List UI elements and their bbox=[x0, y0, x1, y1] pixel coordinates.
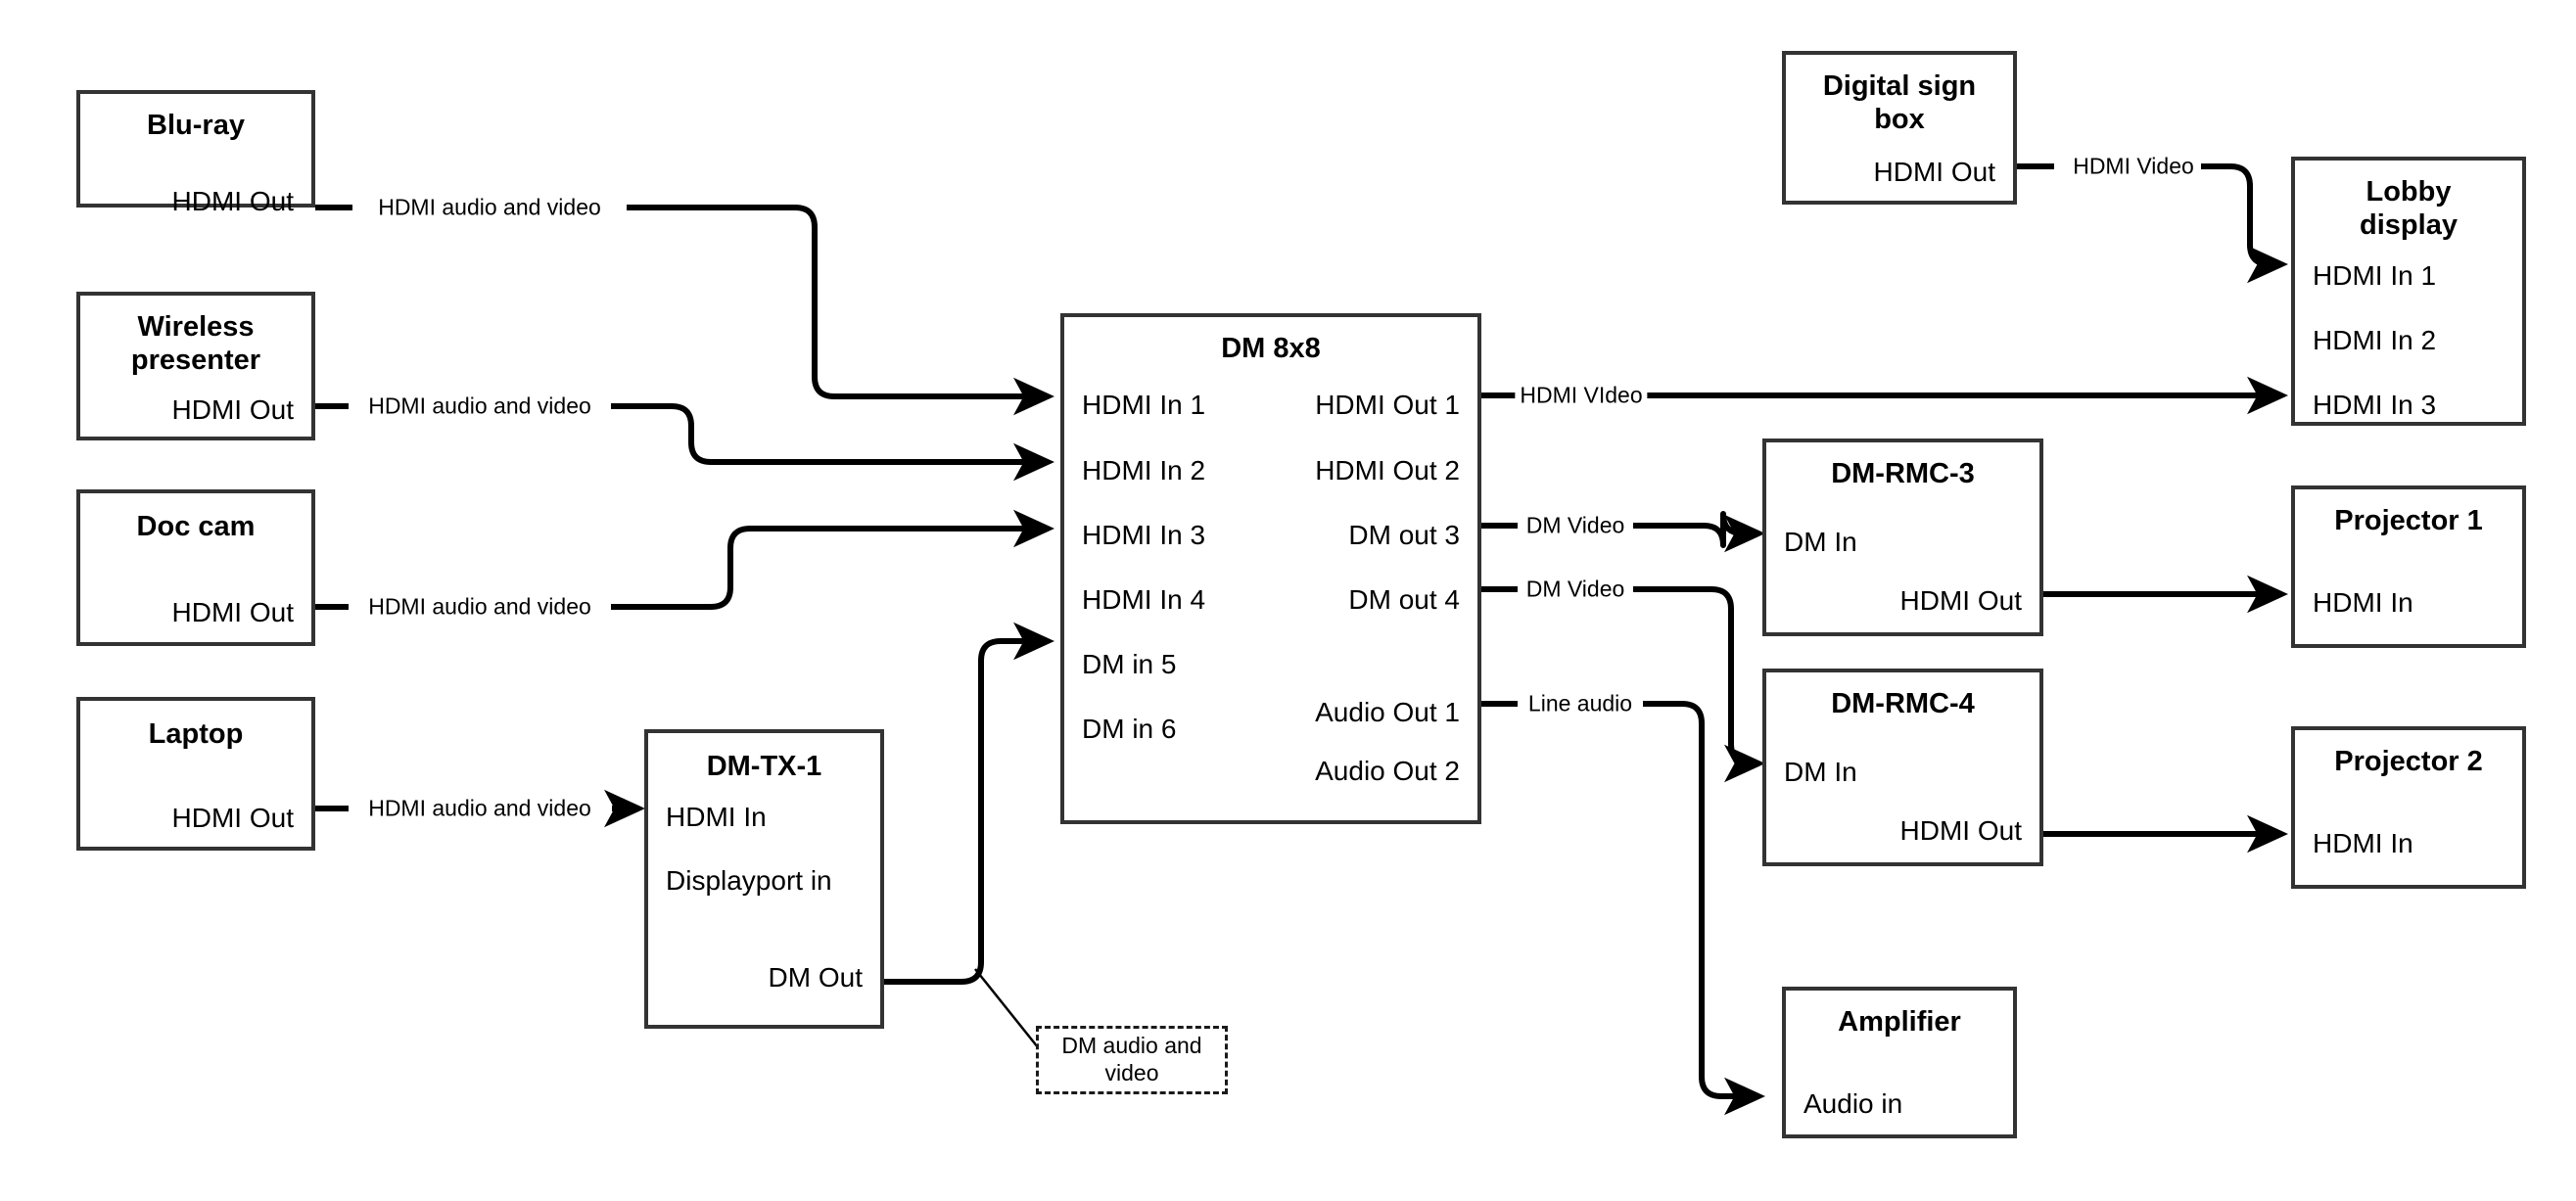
node-dm-8x8-output-audio-out-2: Audio Out 2 bbox=[1315, 756, 1460, 786]
edge-bluray-to-dm8x8-in1-b bbox=[627, 205, 1054, 416]
node-dm-rmc-3-title: DM-RMC-3 bbox=[1831, 458, 1975, 489]
node-dm-8x8-output-audio-out-1: Audio Out 1 bbox=[1315, 697, 1460, 727]
node-dm-rmc-3-port-hdmi-out: HDMI Out bbox=[1899, 585, 2022, 616]
edge-label-dm8x8-out1-to-lobby-in3: HDMI VIdeo bbox=[1515, 382, 1648, 409]
node-lobby-display-input-hdmi-in-3: HDMI In 3 bbox=[2313, 390, 2437, 420]
node-laptop-title: Laptop bbox=[148, 718, 244, 750]
node-laptop[interactable]: Laptop HDMI Out bbox=[76, 697, 315, 851]
node-lobby-display[interactable]: Lobby display HDMI In 1 HDMI In 2 HDMI I… bbox=[2291, 157, 2526, 426]
edge-label-dm8x8-audio1-to-amplifier: Line audio bbox=[1522, 690, 1638, 717]
node-dm-8x8-input-hdmi-in-1: HDMI In 1 bbox=[1082, 390, 1206, 420]
node-doc-cam-title: Doc cam bbox=[136, 511, 256, 542]
node-doc-cam[interactable]: Doc cam HDMI Out bbox=[76, 489, 315, 646]
node-digital-sign-box-port-hdmi-out: HDMI Out bbox=[1873, 157, 1995, 187]
node-dm-tx-1-port-hdmi-in: HDMI In bbox=[666, 802, 767, 832]
edge-label-signbox-to-lobby-in1: HDMI Video bbox=[2068, 153, 2199, 180]
edge-label-wireless-to-dm8x8-in2: HDMI audio and video bbox=[363, 393, 596, 420]
node-dm-8x8-input-dm-in-6: DM in 6 bbox=[1082, 714, 1177, 744]
edge-dm8x8-audio1-to-amp-b bbox=[1643, 701, 1765, 1116]
node-projector-2-port-hdmi-in: HDMI In bbox=[2313, 828, 2413, 858]
node-amplifier-port-audio-in: Audio in bbox=[1803, 1088, 1903, 1119]
edge-dmtx1-to-dm8x8-in5 bbox=[884, 622, 1054, 985]
node-dm-tx-1-port-displayport-in: Displayport in bbox=[666, 865, 832, 896]
node-digital-sign-box[interactable]: Digital sign box HDMI Out bbox=[1782, 51, 2017, 205]
node-dm-rmc-4-port-dm-in: DM In bbox=[1784, 757, 1857, 787]
edge-doccam-to-dm8x8-in3-b bbox=[611, 509, 1054, 610]
node-dm-rmc-4-port-hdmi-out: HDMI Out bbox=[1899, 815, 2022, 846]
node-amplifier-title: Amplifier bbox=[1838, 1006, 1961, 1038]
node-wireless-presenter[interactable]: Wireless presenter HDMI Out bbox=[76, 292, 315, 440]
node-bluray-port-hdmi-out: HDMI Out bbox=[171, 186, 294, 216]
node-projector-1[interactable]: Projector 1 HDMI In bbox=[2291, 485, 2526, 648]
edge-signbox-to-lobby-in1-b bbox=[2201, 163, 2288, 284]
node-dm-tx-1-port-dm-out: DM Out bbox=[768, 962, 863, 993]
node-dm-rmc-4-title: DM-RMC-4 bbox=[1831, 688, 1975, 719]
node-projector-1-title: Projector 1 bbox=[2334, 505, 2483, 536]
node-bluray[interactable]: Blu-ray HDMI Out bbox=[76, 90, 315, 215]
node-dm-8x8-output-hdmi-out-2: HDMI Out 2 bbox=[1315, 455, 1460, 485]
node-doc-cam-port-hdmi-out: HDMI Out bbox=[171, 597, 294, 627]
node-lobby-display-input-hdmi-in-2: HDMI In 2 bbox=[2313, 325, 2437, 355]
node-dm-8x8-input-hdmi-in-2: HDMI In 2 bbox=[1082, 455, 1206, 485]
node-dm-rmc-3[interactable]: DM-RMC-3 DM In HDMI Out bbox=[1762, 439, 2043, 636]
node-dm-rmc-3-port-dm-in: DM In bbox=[1784, 527, 1857, 557]
edge-dm8x8-out3-to-rmc3-b bbox=[1633, 511, 1765, 553]
node-wireless-presenter-port-hdmi-out: HDMI Out bbox=[171, 394, 294, 425]
node-dm-8x8-input-dm-in-5: DM in 5 bbox=[1082, 649, 1177, 679]
callout-dm-audio-and-video: DM audio and video bbox=[1036, 1026, 1228, 1094]
edge-label-dm8x8-out3-to-rmc3: DM Video bbox=[1521, 512, 1630, 539]
node-wireless-presenter-title: Wireless presenter bbox=[130, 311, 261, 376]
node-dm-8x8-input-hdmi-in-3: HDMI In 3 bbox=[1082, 520, 1206, 550]
node-dm-8x8-input-hdmi-in-4: HDMI In 4 bbox=[1082, 584, 1206, 615]
edge-label-laptop-to-dmtx1: HDMI audio and video bbox=[363, 795, 596, 822]
node-dm-8x8-output-dm-out-3: DM out 3 bbox=[1348, 520, 1460, 550]
edge-dm8x8-out4-to-rmc4-b bbox=[1633, 586, 1765, 783]
node-bluray-title: Blu-ray bbox=[147, 110, 245, 141]
edge-label-bluray-to-dm8x8-in1: HDMI audio and video bbox=[373, 194, 606, 221]
node-dm-8x8-output-dm-out-4: DM out 4 bbox=[1348, 584, 1460, 615]
node-amplifier[interactable]: Amplifier Audio in bbox=[1782, 987, 2017, 1138]
node-projector-2[interactable]: Projector 2 HDMI In bbox=[2291, 726, 2526, 889]
node-dm-rmc-4[interactable]: DM-RMC-4 DM In HDMI Out bbox=[1762, 669, 2043, 866]
node-projector-2-title: Projector 2 bbox=[2334, 746, 2483, 777]
node-digital-sign-box-title: Digital sign box bbox=[1822, 70, 1977, 135]
node-lobby-display-input-hdmi-in-1: HDMI In 1 bbox=[2313, 260, 2437, 291]
node-laptop-port-hdmi-out: HDMI Out bbox=[171, 803, 294, 833]
node-dm-tx-1[interactable]: DM-TX-1 HDMI In Displayport in DM Out bbox=[644, 729, 884, 1029]
node-dm-8x8-title: DM 8x8 bbox=[1221, 333, 1321, 364]
edge-label-doccam-to-dm8x8-in3: HDMI audio and video bbox=[363, 593, 596, 621]
node-lobby-display-title: Lobby display bbox=[2360, 176, 2458, 241]
callout-leader-line bbox=[974, 968, 1039, 1048]
node-dm-tx-1-title: DM-TX-1 bbox=[706, 751, 822, 782]
node-projector-1-port-hdmi-in: HDMI In bbox=[2313, 587, 2413, 618]
node-dm-8x8-output-hdmi-out-1: HDMI Out 1 bbox=[1315, 390, 1460, 420]
node-dm-8x8[interactable]: DM 8x8 HDMI In 1 HDMI In 2 HDMI In 3 HDM… bbox=[1060, 313, 1481, 824]
edge-label-dm8x8-out4-to-rmc4: DM Video bbox=[1521, 576, 1630, 603]
edge-wireless-to-dm8x8-in2-b bbox=[611, 403, 1054, 482]
